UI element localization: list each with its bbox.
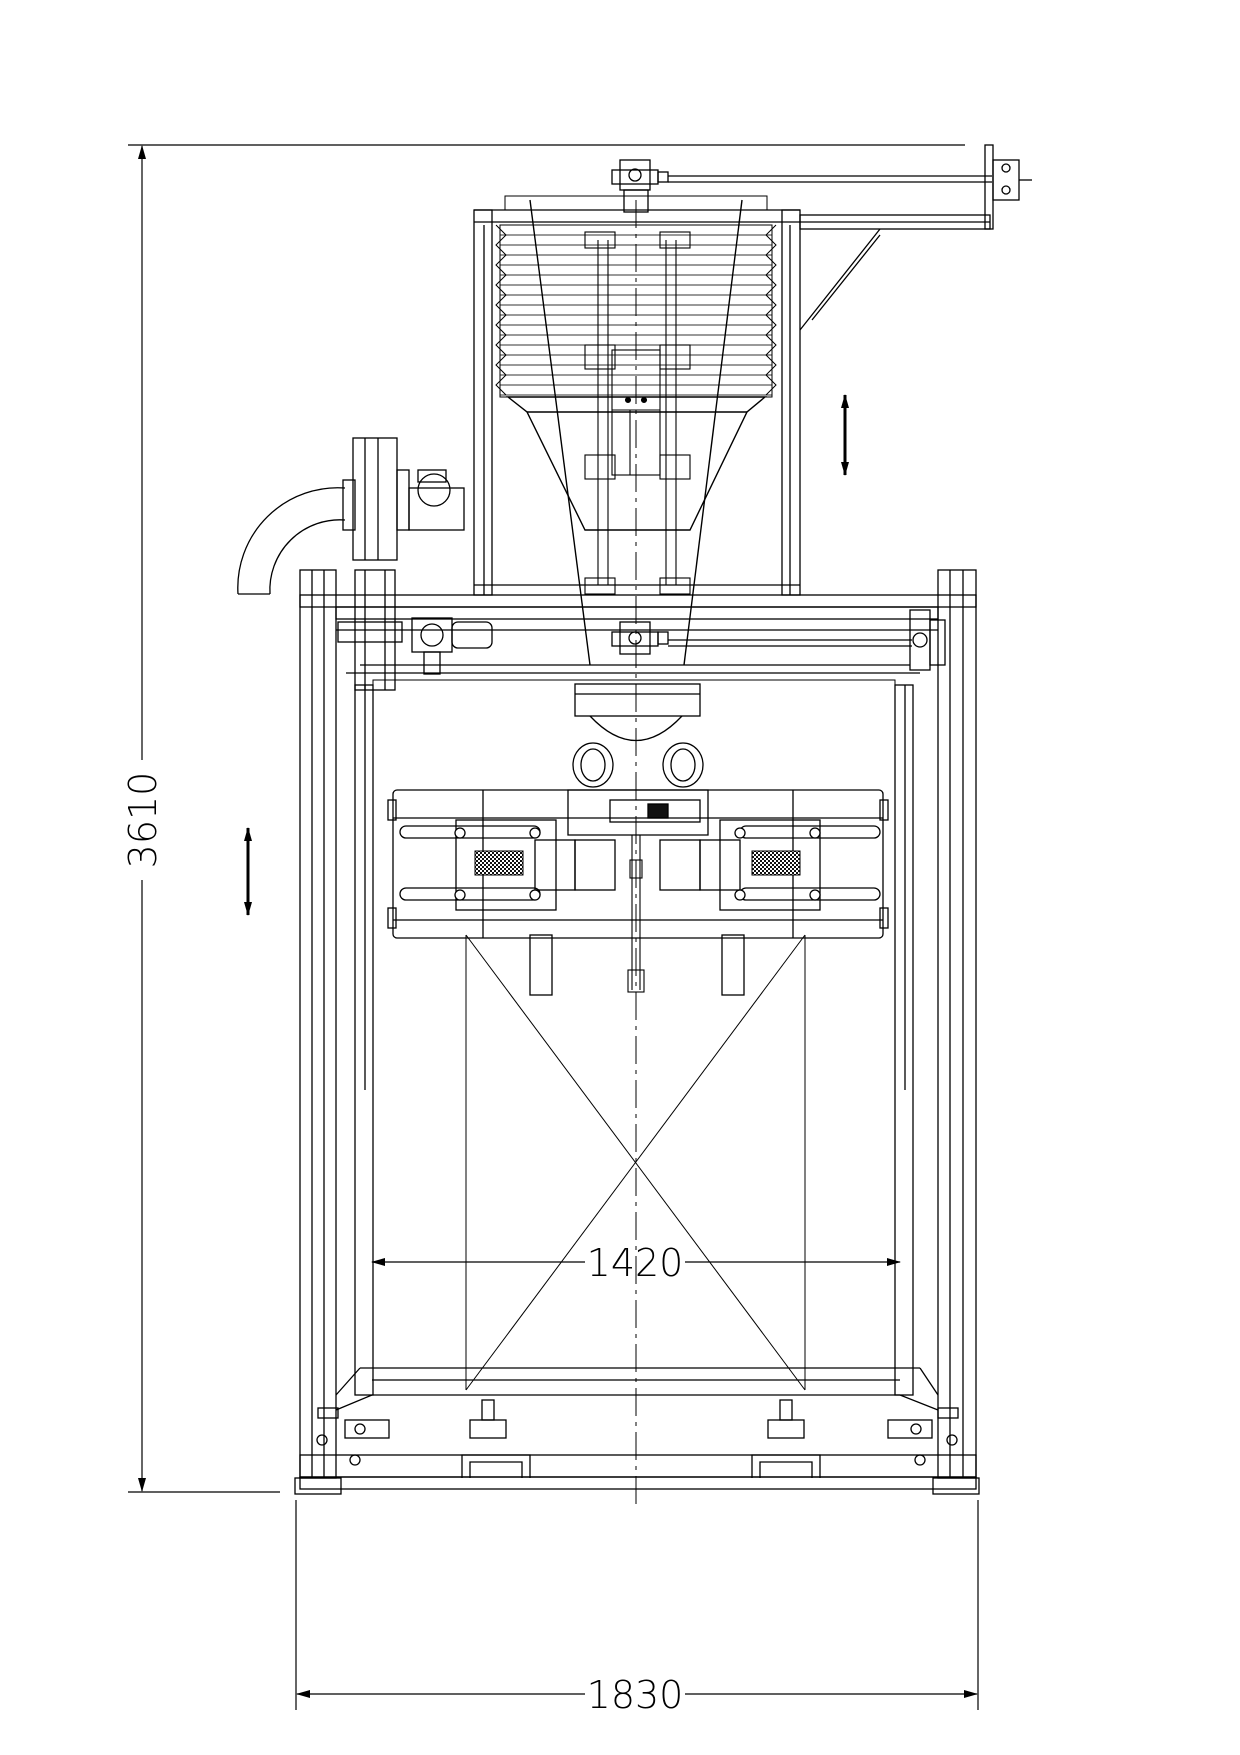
dust-extraction-fan (237, 437, 465, 595)
main-frame (294, 569, 980, 1495)
filling-lance (627, 835, 645, 993)
load-cells (316, 1399, 958, 1466)
dust-extraction-duct (337, 569, 493, 691)
hanger-beam (387, 789, 889, 996)
width-dimension-label: 1830 (587, 1673, 684, 1717)
hopper-rods (584, 231, 691, 595)
bellows (495, 195, 777, 398)
filling-head (567, 683, 709, 836)
inner-width-dimension-label: 1420 (587, 1241, 684, 1285)
lower-actuator (611, 609, 946, 671)
height-dimension-label: 3610 (121, 772, 165, 869)
pallet-feet (317, 1407, 959, 1478)
hopper-cone (505, 199, 767, 666)
hanger-bolts (454, 827, 821, 901)
big-bag-outline (372, 679, 896, 1396)
vent-screen-left (474, 850, 524, 876)
top-actuator (611, 159, 992, 213)
height-dimension (128, 144, 965, 1493)
boom-arm (799, 144, 1032, 331)
width-dimension (295, 1500, 979, 1710)
vent-screen-right (751, 850, 801, 876)
